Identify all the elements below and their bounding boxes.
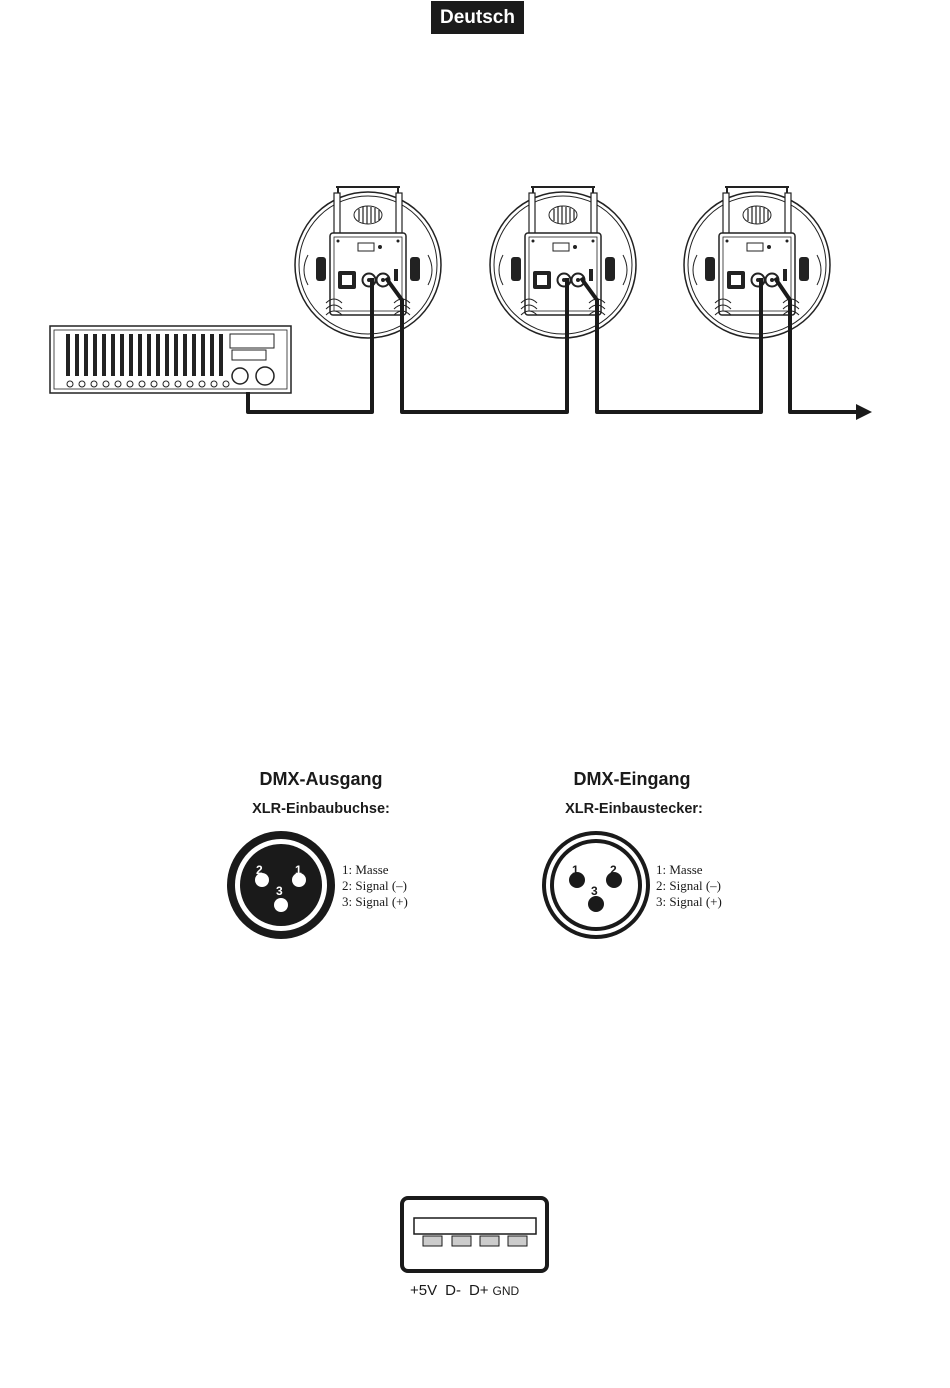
xlr-out-pin-2: 2 xyxy=(256,863,263,877)
usb-pin-label: +5V xyxy=(410,1282,437,1299)
pin-assignment: 2: Signal (–) xyxy=(656,878,722,894)
usb-pin-label: D+ xyxy=(469,1282,489,1299)
usb-pin-label: GND xyxy=(493,1284,520,1298)
pin-assignment: 1: Masse xyxy=(656,862,722,878)
xlr-out-pin-1: 1 xyxy=(295,863,302,877)
pin-assignment: 2: Signal (–) xyxy=(342,878,408,894)
fixture-3 xyxy=(684,187,830,338)
dmx-output-title: DMX-Ausgang xyxy=(191,769,451,790)
usb-pin-labels: +5V D- D+ GND xyxy=(410,1282,550,1299)
xlr-in-pin-3: 3 xyxy=(591,884,598,898)
dmx-output-subtitle: XLR-Einbaubuchse: xyxy=(191,801,451,817)
dmx-controller xyxy=(50,326,291,393)
usb-socket xyxy=(402,1198,547,1271)
pin-assignment: 3: Signal (+) xyxy=(656,894,722,910)
xlr-out-pin-3: 3 xyxy=(276,884,283,898)
dmx-input-pin-list: 1: Masse 2: Signal (–) 3: Signal (+) xyxy=(656,862,722,910)
xlr-in-pin-2: 2 xyxy=(610,863,617,877)
usb-pin-label: D- xyxy=(445,1282,461,1299)
dmx-input-title: DMX-Eingang xyxy=(502,769,762,790)
xlr-in-pin-1: 1 xyxy=(572,863,579,877)
dmx-output-pin-list: 1: Masse 2: Signal (–) 3: Signal (+) xyxy=(342,862,408,910)
dmx-input-subtitle: XLR-Einbaustecker: xyxy=(504,801,764,817)
pin-assignment: 1: Masse xyxy=(342,862,408,878)
fixture-1 xyxy=(295,187,441,338)
pin-assignment: 3: Signal (+) xyxy=(342,894,408,910)
fixture-2 xyxy=(490,187,636,338)
